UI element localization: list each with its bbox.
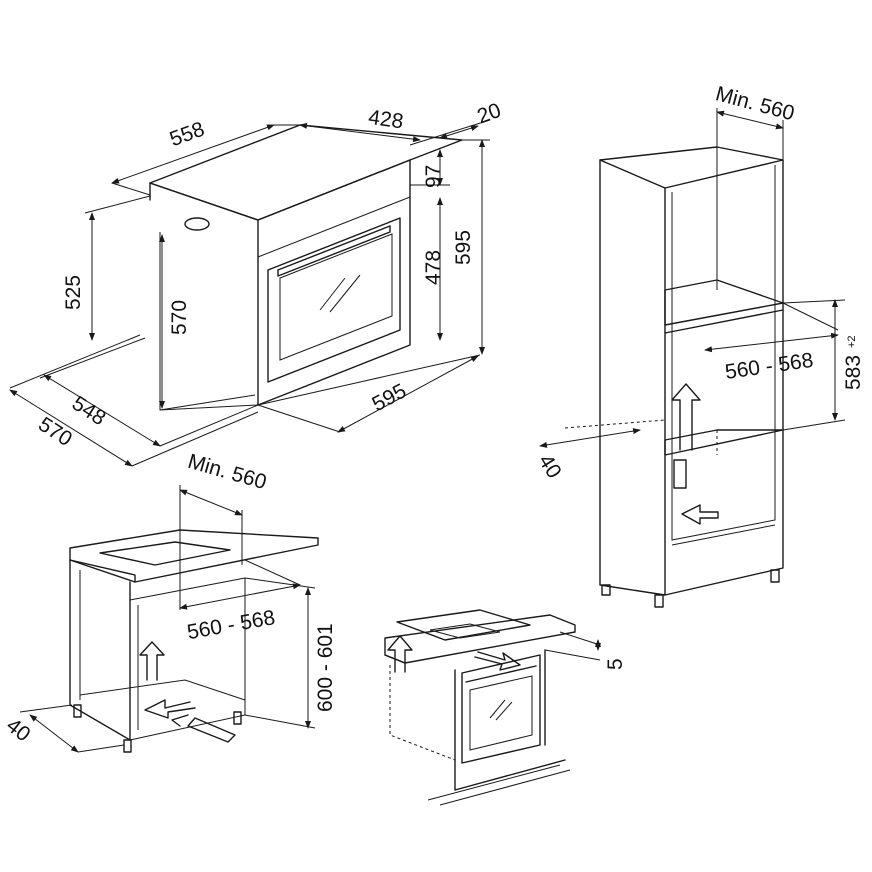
detail-cabinet-outline: [389, 665, 456, 761]
detail-oven-window: [469, 675, 533, 751]
tall-cabinet-shelf-upper: [664, 279, 784, 326]
detail-oven-handle: [465, 665, 537, 683]
hob-oven-detail-dimensions: 5: [595, 639, 627, 670]
tall-cabinet-leg: [601, 584, 611, 596]
base-height-600-601: 600 - 601: [314, 623, 337, 712]
base-min-560: Min. 560: [185, 450, 269, 494]
base-cabinet-floor: [79, 679, 246, 701]
oven-floor-front: [257, 404, 341, 433]
base-worktop: [69, 529, 319, 583]
hob-oven-detail-drawing: [384, 609, 601, 806]
tall-cabinet-right: [664, 159, 784, 596]
detail-airflow-up-icon: [387, 635, 413, 673]
tall-cabinet-leg: [654, 594, 664, 608]
detail-airflow-out-icon: [474, 651, 521, 671]
dim-428: 428: [367, 106, 405, 134]
dim-595-width: 595: [368, 379, 410, 416]
tall-cabinet-leg: [770, 569, 780, 583]
base-airflow-up-icon: [139, 641, 165, 681]
vent-grille-icon: [673, 459, 687, 489]
oven-glass-reflection: [319, 274, 361, 313]
tall-height-583: 583: [842, 355, 865, 390]
oven-front-frame: [257, 159, 411, 406]
oven-left-edge: [149, 182, 259, 406]
base-width-560-568: 560 - 568: [185, 606, 276, 644]
tall-height-583-tolerance: +2: [846, 335, 858, 348]
oven-window: [279, 233, 393, 361]
base-airflow-vent-icon: [187, 717, 236, 743]
base-cabinet-side: [69, 559, 131, 741]
dim-478: 478: [422, 250, 445, 285]
oven-control-panel: [257, 196, 411, 258]
tall-width-560-568: 560 - 568: [724, 349, 815, 384]
tall-depth-40: 40: [534, 450, 566, 482]
detail-hob: [396, 609, 531, 641]
airflow-arrow-up-icon: [671, 383, 701, 451]
airflow-arrow-in-icon: [681, 504, 719, 525]
dim-570-depth: 570: [34, 413, 76, 451]
tall-cabinet-shelf-lower: [664, 429, 784, 456]
dim-20: 20: [474, 99, 504, 129]
dim-97: 97: [422, 165, 445, 188]
detail-worktop: [384, 614, 576, 664]
dim-558: 558: [167, 118, 208, 152]
base-hob: [99, 541, 231, 566]
dim-525: 525: [62, 275, 85, 310]
oven-door: [267, 217, 401, 383]
dim-595-height: 595: [452, 230, 475, 265]
dim-570-height: 570: [168, 300, 191, 335]
base-airflow-in-icon: [144, 699, 196, 719]
oven-drawing: [9, 124, 481, 433]
dim-548: 548: [68, 392, 110, 430]
oven-handle: [277, 225, 391, 277]
base-depth-40: 40: [2, 714, 35, 747]
tall-min-560: Min. 560: [713, 82, 797, 125]
tall-cabinet-inner: [671, 165, 776, 541]
oven-cable-hole: [184, 217, 210, 231]
tall-cabinet-top: [599, 146, 784, 189]
detail-oven-front: [461, 654, 541, 764]
detail-gap-5: 5: [604, 658, 627, 670]
tall-cabinet-side: [599, 159, 666, 596]
base-cabinet-drawing: [69, 529, 319, 753]
oven-floor: [9, 334, 481, 411]
oven-dimensions: 558 428 20 97 478 595 525 570 595 548 57…: [9, 99, 504, 467]
tall-cabinet-dimensions: Min. 560 560 - 568 583 +2 40: [534, 82, 865, 482]
